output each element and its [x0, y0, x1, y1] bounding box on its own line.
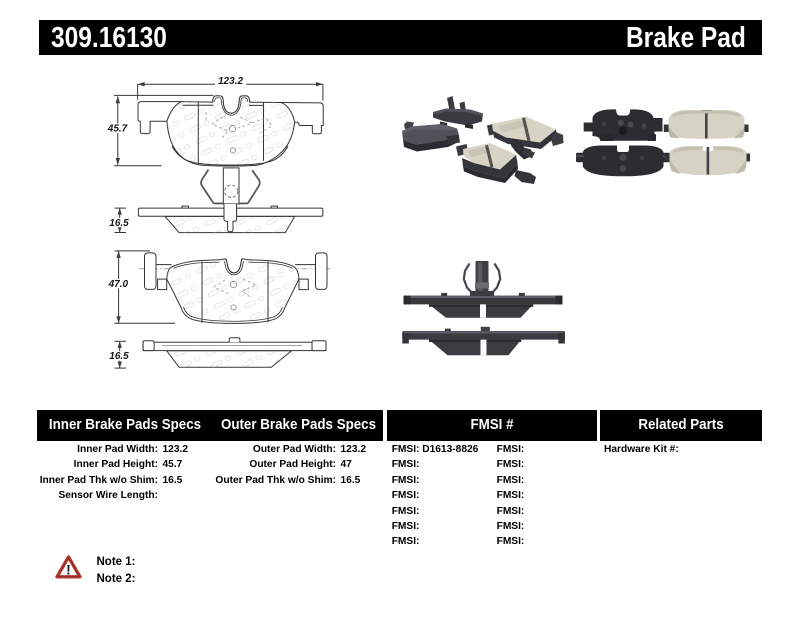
- svg-text:!: !: [66, 561, 71, 577]
- svg-text:16.5: 16.5: [109, 351, 129, 362]
- svg-text:123.2: 123.2: [218, 76, 243, 87]
- svg-text:47.0: 47.0: [108, 279, 129, 290]
- svg-text:45.7: 45.7: [107, 124, 128, 135]
- svg-text:16.5: 16.5: [109, 218, 129, 229]
